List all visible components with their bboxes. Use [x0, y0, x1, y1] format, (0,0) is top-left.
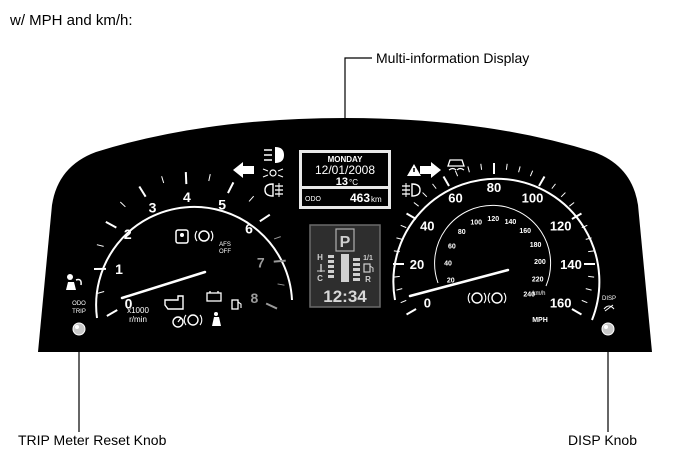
gear-indicator: P [340, 234, 351, 251]
speedo-mph-label: 60 [448, 190, 462, 205]
trip-meter-reset-knob-label: TRIP Meter Reset Knob [18, 432, 166, 448]
speedo-kmh-label: 200 [534, 259, 546, 266]
multi-information-display-label: Multi-information Display [376, 50, 529, 66]
disp-knob[interactable] [602, 323, 614, 335]
temp-hot-label: H [317, 253, 323, 262]
lcd-date: 12/01/2008 [315, 163, 375, 177]
tacho-tick-label: 7 [257, 255, 265, 271]
tacho-tick-label: 4 [183, 189, 191, 205]
tacho-tick-label: 8 [250, 290, 258, 306]
page-title: w/ MPH and km/h: [10, 12, 133, 29]
odo-knob-label-line2: TRIP [72, 309, 86, 315]
tacho-tick-label: 2 [124, 226, 132, 242]
tacho-tick [186, 172, 187, 184]
speedo-mph-label: 160 [550, 296, 572, 311]
center-shift-bar [341, 254, 349, 282]
speedo-kmh-label: 220 [532, 276, 544, 283]
speedo-kmh-label: 60 [448, 244, 456, 251]
afs-line1: AFS [219, 242, 231, 248]
multi-information-display: MONDAY 12/01/2008 13 °C ODO 463 km [299, 150, 391, 209]
odo-knob-label-line1: ODO [72, 301, 86, 307]
speedo-kmh-label: 180 [530, 242, 542, 249]
temp-cold-label: C [317, 274, 323, 283]
speedo-kmh-label: 80 [458, 229, 466, 236]
lcd-odo-label: ODO [305, 196, 322, 203]
center-display: P H C 1/1 [310, 225, 380, 307]
speedo-kmh-label: 120 [487, 216, 499, 223]
speedo-mph-label: 0 [424, 296, 431, 311]
disp-knob-label: DISP [602, 296, 616, 302]
speedo-mph-label: 100 [522, 190, 544, 205]
speedo-kmh-label: 100 [470, 220, 482, 227]
tacho-tick-label: 6 [245, 221, 253, 237]
speedo-mph-label: 120 [550, 219, 572, 234]
fuel-empty-label: R [365, 275, 371, 284]
speedo-kmh-unit: km/h [532, 291, 545, 297]
trip-meter-reset-knob[interactable] [73, 323, 85, 335]
disp-knob-label-callout: DISP Knob [568, 432, 637, 448]
clock-display: 12:34 [323, 287, 367, 306]
speedo-mph-label: 80 [487, 180, 501, 195]
tacho-tick-label: 5 [218, 197, 226, 213]
speedo-mph-label: 140 [560, 257, 582, 272]
tacho-unit-line2: r/min [129, 315, 147, 324]
lcd-odo-value: 463 [350, 191, 370, 205]
speedo-mph-label: 20 [410, 257, 424, 272]
lcd-temperature: 13 [336, 176, 348, 188]
speedo-mph-unit: MPH [532, 317, 548, 324]
speedo-kmh-label: 40 [444, 261, 452, 268]
tacho-tick-label: 1 [115, 261, 123, 277]
afs-line2: OFF [219, 249, 231, 255]
speedo-kmh-label: 160 [519, 228, 531, 235]
lcd-odo-unit: km [371, 195, 382, 204]
tacho-tick-label: 3 [149, 200, 157, 216]
speedo-mph-label: 40 [420, 219, 434, 234]
fuel-full-label: 1/1 [363, 255, 373, 262]
speedo-kmh-label: 140 [505, 219, 517, 226]
tacho-unit-line1: x1000 [127, 306, 149, 315]
tacho-tick [274, 261, 286, 262]
lcd-temp-unit: °C [349, 178, 358, 187]
